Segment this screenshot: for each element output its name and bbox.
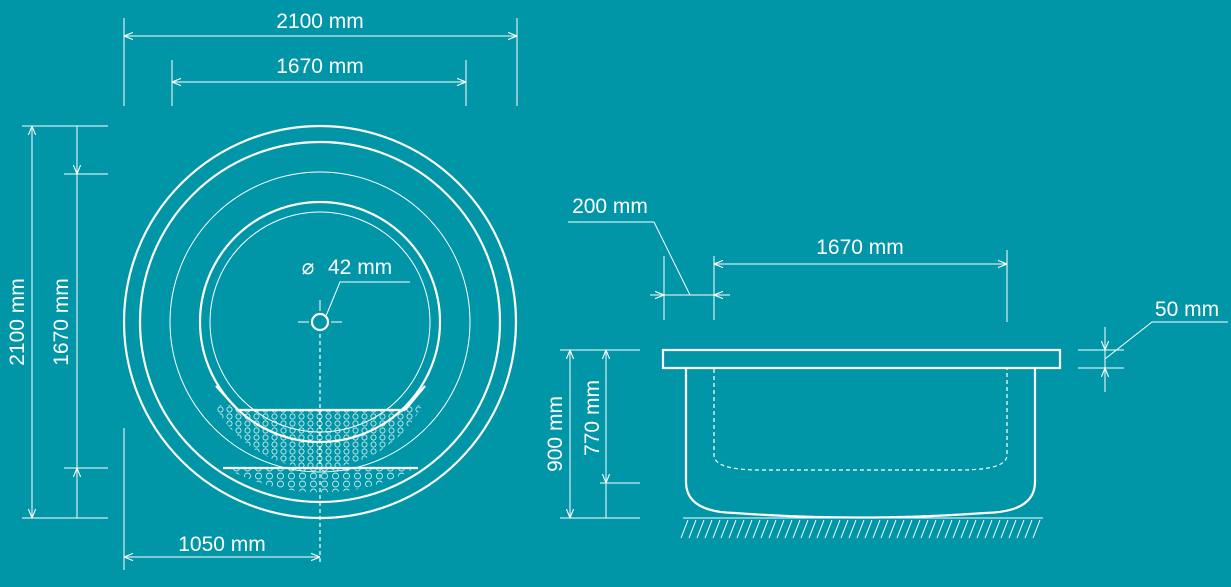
hatch-stroke [936,519,945,539]
center-offset-label: 1050 mm [178,533,266,556]
hatch-stroke [816,519,825,539]
hatch-stroke [768,519,777,539]
inner-depth-label: 1670 mm [50,278,73,366]
hatch-stroke [920,519,929,539]
hatch-stroke [952,519,961,539]
hatch-stroke [872,519,881,539]
drain-leader [325,281,410,317]
hatch-stroke [928,519,937,539]
rim-thickness-leader [1104,321,1228,360]
hatch-stroke [784,519,793,539]
top-view: ⌀ 42 mm 2100 mm 1670 mm 2100 mm 1670 mm … [6,10,518,570]
hatch-stroke [824,519,833,539]
side-inner-width-label: 1670 mm [816,236,904,259]
hatch-stroke [688,519,697,539]
overall-depth-label: 2100 mm [6,278,29,366]
hatch-stroke [968,519,977,539]
drain-circle [310,312,330,332]
hatch-stroke [1032,519,1041,539]
rim-width-label: 200 mm [572,195,648,218]
side-view: 200 mm 1670 mm 50 mm 900 mm 770 mm [544,195,1228,539]
hatch-stroke [896,519,905,539]
hatch-stroke [696,519,705,539]
drain-diameter-label: 42 mm [328,256,392,279]
overall-width-label: 2100 mm [276,10,364,33]
hatch-stroke [856,519,865,539]
hatch-stroke [992,519,1001,539]
hatch-stroke [840,519,849,539]
hatch-stroke [720,519,729,539]
hatch-stroke [1008,519,1017,539]
hatch-stroke [728,519,737,539]
hatch-stroke [888,519,897,539]
hatch-stroke [960,519,969,539]
hatch-stroke [984,519,993,539]
hatch-stroke [752,519,761,539]
hatch-stroke [976,519,985,539]
hatch-stroke [864,519,873,539]
hatch-stroke [832,519,841,539]
diameter-symbol: ⌀ [302,256,315,279]
body-profile [684,369,1037,519]
hatch-stroke [944,519,953,539]
hatch-stroke [912,519,921,539]
rim-profile [661,348,1062,370]
hatch-stroke [744,519,753,539]
floor-hatching [680,519,1041,539]
hatch-stroke [800,519,809,539]
hatch-stroke [736,519,745,539]
hatch-stroke [776,519,785,539]
rim-thickness-label: 50 mm [1155,298,1219,321]
hatch-stroke [792,519,801,539]
hatch-stroke [904,519,913,539]
basin-hidden-line [713,369,1008,471]
inner-height-label: 770 mm [581,380,604,456]
hatch-stroke [1000,519,1009,539]
hatch-stroke [1024,519,1033,539]
hatch-stroke [712,519,721,539]
hatch-stroke [880,519,889,539]
inner-width-label: 1670 mm [276,55,364,78]
hatch-stroke [1016,519,1025,539]
hatch-stroke [808,519,817,539]
hatch-stroke [704,519,713,539]
rim-width-leader [568,221,691,296]
total-height-label: 900 mm [544,396,567,472]
hatch-stroke [760,519,769,539]
hatch-stroke [680,519,689,539]
hatch-stroke [848,519,857,539]
